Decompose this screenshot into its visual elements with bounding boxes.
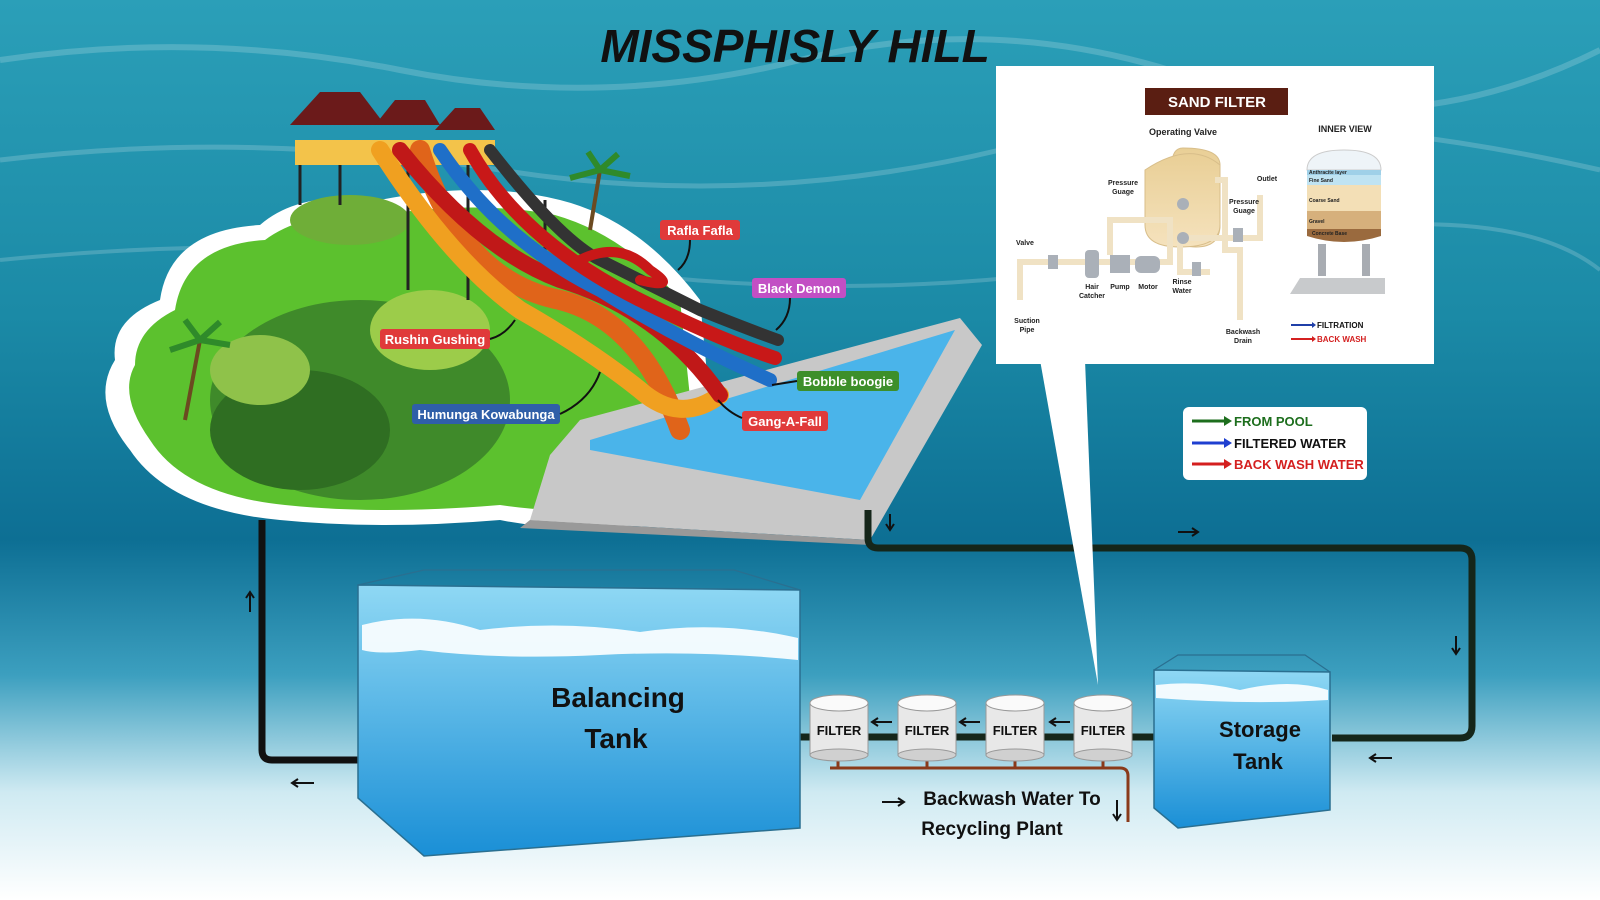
- arrow-left-icon: [1048, 717, 1070, 727]
- filter-unit: FILTER: [1073, 694, 1133, 762]
- operating-valve-label: Operating Valve: [1149, 127, 1217, 137]
- balancing-tank: Balancing Tank: [357, 569, 801, 857]
- backwash-note-line-1: Backwash Water To: [923, 789, 1100, 810]
- arrow-left-icon: [290, 778, 314, 788]
- storage-tank-label-1: Storage: [1219, 717, 1301, 742]
- balancing-to-pool-pipe: [258, 520, 358, 764]
- slide-red-loop: [575, 247, 668, 289]
- svg-text:Catcher: Catcher: [1079, 293, 1105, 300]
- arrow-down-icon: [885, 514, 895, 532]
- svg-text:Drain: Drain: [1234, 338, 1252, 345]
- svg-text:Backwash: Backwash: [1226, 329, 1260, 336]
- flow-arrows: [245, 514, 1461, 822]
- svg-text:FILTER: FILTER: [905, 723, 950, 738]
- balancing-tank-label-2: Tank: [584, 723, 648, 754]
- svg-text:Motor: Motor: [1138, 284, 1158, 291]
- svg-text:Pressure: Pressure: [1229, 199, 1259, 206]
- svg-text:Guage: Guage: [1233, 208, 1255, 215]
- svg-text:Pump: Pump: [1110, 284, 1129, 291]
- svg-text:Concrete Base: Concrete Base: [1312, 231, 1347, 237]
- sand-filter-legend: FILTRATION BACK WASH: [1291, 321, 1367, 344]
- legend-filtered-water: FILTERED WATER: [1234, 436, 1347, 451]
- water-slides: [371, 140, 784, 440]
- storage-tank-label-2: Tank: [1233, 749, 1283, 774]
- svg-text:Outlet: Outlet: [1257, 176, 1278, 183]
- arrow-right-icon: [882, 797, 906, 807]
- inner-view-label: INNER VIEW: [1318, 124, 1372, 134]
- svg-text:Black Demon: Black Demon: [758, 281, 840, 296]
- backwash-pipe: [830, 766, 1130, 822]
- svg-text:BACK WASH: BACK WASH: [1317, 335, 1367, 344]
- inner-view-tank: Anthracite layer Fine Sand Coarse Sand G…: [1290, 149, 1385, 294]
- sand-filter-inset: SAND FILTER Operating Valve INNER VIEW P…: [996, 66, 1434, 364]
- slide-label-black-demon: Black Demon: [752, 278, 846, 331]
- svg-text:Coarse Sand: Coarse Sand: [1309, 198, 1340, 204]
- svg-text:Hair: Hair: [1085, 284, 1099, 291]
- pool-to-storage-pipe: [864, 510, 1476, 742]
- slide-orange: [410, 140, 690, 440]
- arrow-left-icon: [958, 717, 980, 727]
- svg-text:Water: Water: [1172, 288, 1191, 295]
- svg-text:Anthracite layer: Anthracite layer: [1309, 170, 1347, 176]
- slide-yellow: [371, 141, 729, 418]
- filters: FILTER FILTER FILTER FILTER: [809, 694, 1133, 762]
- svg-text:Bobble boogie: Bobble boogie: [803, 374, 893, 389]
- flow-legend: FROM POOL FILTERED WATER BACK WASH WATER: [1183, 407, 1367, 480]
- filter-unit: FILTER: [985, 694, 1045, 762]
- svg-text:Rinse: Rinse: [1172, 279, 1191, 286]
- svg-text:Pipe: Pipe: [1020, 327, 1035, 334]
- svg-text:FILTER: FILTER: [817, 723, 862, 738]
- slide-red-2: [463, 143, 782, 365]
- arrow-down-icon: [1451, 636, 1461, 656]
- svg-text:Gang-A-Fall: Gang-A-Fall: [748, 414, 822, 429]
- storage-tank: Storage Tank: [1153, 654, 1331, 829]
- filter-unit: FILTER: [897, 694, 957, 762]
- arrow-left-icon: [1368, 753, 1392, 763]
- legend-from-pool: FROM POOL: [1234, 414, 1313, 429]
- svg-text:Fine Sand: Fine Sand: [1309, 178, 1333, 184]
- svg-text:FILTRATION: FILTRATION: [1317, 321, 1364, 330]
- slide-red-1: [392, 142, 728, 403]
- slide-label-gang-a-fall: Gang-A-Fall: [717, 399, 828, 431]
- palm-tree-icon: [569, 150, 631, 231]
- svg-text:Rafla Fafla: Rafla Fafla: [667, 223, 734, 238]
- arrow-right-icon: [1178, 527, 1200, 537]
- svg-text:Rushin Gushing: Rushin Gushing: [385, 332, 485, 347]
- sand-filter-title: SAND FILTER: [1168, 94, 1266, 111]
- slide-label-humunga-kowabunga: Humunga Kowabunga: [412, 371, 601, 424]
- balancing-tank-label-1: Balancing: [551, 682, 685, 713]
- arrow-down-icon: [1112, 800, 1122, 822]
- filter-unit: FILTER: [809, 694, 869, 762]
- callout-pointer: [1040, 360, 1098, 685]
- legend-back-wash-water: BACK WASH WATER: [1234, 457, 1364, 472]
- slide-labels: Rafla Fafla Black Demon Rushin Gushing B…: [380, 220, 899, 431]
- arrow-left-icon: [870, 717, 892, 727]
- slide-label-rafla-fafla: Rafla Fafla: [660, 220, 740, 271]
- backwash-note-line-2: Recycling Plant: [921, 819, 1063, 840]
- slide-label-bobble-boogie: Bobble boogie: [771, 371, 899, 391]
- slide-blue: [433, 143, 777, 387]
- slide-label-rushin-gushing: Rushin Gushing: [380, 319, 516, 349]
- palm-tree-icon: [169, 318, 231, 421]
- svg-text:FILTER: FILTER: [1081, 723, 1126, 738]
- svg-text:Humunga Kowabunga: Humunga Kowabunga: [417, 407, 555, 422]
- svg-text:Pressure: Pressure: [1108, 180, 1138, 187]
- arrow-up-icon: [245, 590, 255, 612]
- svg-text:Suction: Suction: [1014, 318, 1040, 325]
- svg-text:Gravel: Gravel: [1309, 219, 1325, 225]
- page-title: MISSPHISLY HILL: [600, 20, 989, 72]
- svg-text:Guage: Guage: [1112, 189, 1134, 196]
- svg-text:FILTER: FILTER: [993, 723, 1038, 738]
- svg-text:Valve: Valve: [1016, 240, 1034, 247]
